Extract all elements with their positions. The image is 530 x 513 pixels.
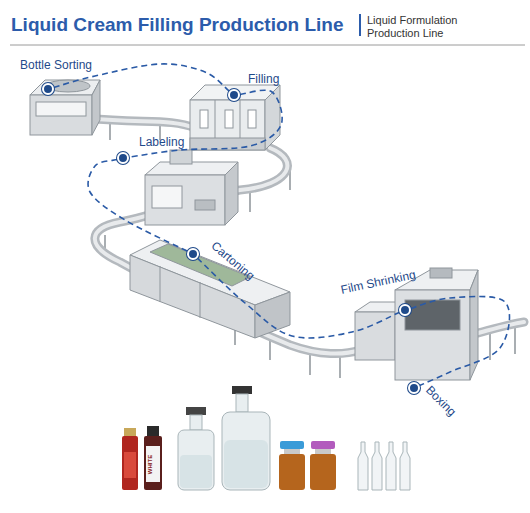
station-label: Labeling bbox=[139, 135, 184, 149]
cartoning-machine-part bbox=[160, 266, 161, 302]
bottle-sorting-machine-part bbox=[30, 80, 100, 95]
bottle-sorting-machine bbox=[30, 80, 100, 135]
bottle-sorting-machine-part bbox=[92, 80, 100, 135]
flow-connector bbox=[197, 258, 399, 338]
header-rule-part bbox=[10, 45, 525, 46]
bottle-samples-part bbox=[190, 415, 202, 430]
conveyor-leg-part bbox=[489, 332, 491, 360]
labeling-machine bbox=[145, 150, 238, 225]
bottle-samples-part bbox=[386, 442, 396, 490]
bottle-samples-part bbox=[315, 449, 331, 454]
filling-machine bbox=[190, 85, 280, 150]
filling-machine-part bbox=[248, 110, 256, 128]
diagram-title: Liquid Cream Filling Production Line bbox=[11, 13, 344, 37]
station-dot: Filling bbox=[228, 89, 240, 101]
station-label: Bottle Sorting bbox=[20, 58, 92, 72]
bottle-samples-part bbox=[358, 442, 368, 490]
station-dot: Film Shrinking bbox=[399, 304, 411, 316]
station-label: Boxing bbox=[423, 383, 459, 419]
filling-machine-part bbox=[265, 85, 280, 150]
bottle-label-text: WHITE bbox=[147, 455, 154, 474]
flow-connector bbox=[129, 90, 282, 157]
bottle-samples-part bbox=[232, 386, 252, 394]
film-shrinking-machine-part bbox=[395, 290, 470, 380]
station-dot: Boxing bbox=[408, 382, 420, 394]
film-shrinking-machine-part bbox=[430, 268, 452, 278]
bottle-samples-part bbox=[180, 455, 212, 488]
filling-machine-part bbox=[225, 110, 233, 128]
bottle-samples-part bbox=[222, 412, 270, 490]
bottle-samples-part bbox=[124, 428, 136, 436]
station-dot: Bottle Sorting bbox=[42, 83, 54, 95]
bottle-samples-part bbox=[146, 446, 160, 482]
filling-machine-part bbox=[200, 110, 208, 128]
bottle-samples-part bbox=[311, 441, 335, 449]
header-rule-part bbox=[359, 14, 361, 36]
bottle-samples-part bbox=[284, 449, 300, 454]
station-dot: Labeling bbox=[117, 152, 129, 164]
film-shrinking-machine-part bbox=[355, 312, 395, 360]
bottle-samples-part bbox=[400, 442, 410, 490]
station-label: Filling bbox=[248, 72, 279, 86]
bottle-samples-part bbox=[186, 407, 206, 415]
flow-connector bbox=[88, 160, 188, 252]
cartoning-machine-part bbox=[255, 292, 290, 338]
bottle-samples-part bbox=[144, 436, 162, 490]
bottle-samples-part bbox=[147, 426, 159, 436]
bottle-samples-part bbox=[178, 430, 214, 490]
bottle-sorting-machine-part bbox=[36, 102, 86, 116]
cartoning-machine bbox=[130, 240, 290, 338]
station-dot: Cartoning bbox=[187, 248, 199, 260]
conveyor-leg-part bbox=[109, 122, 111, 140]
film-shrinking-machine-part bbox=[405, 300, 460, 330]
subtitle: Liquid Formulation Production Line bbox=[367, 14, 477, 40]
film-shrinking-machine-part bbox=[355, 302, 400, 312]
cartoning-machine-part bbox=[200, 282, 201, 318]
bottle-samples-part bbox=[310, 454, 336, 490]
filling-machine-part bbox=[190, 100, 265, 150]
filling-machine-part bbox=[190, 138, 265, 150]
labeling-machine-part bbox=[225, 162, 238, 225]
bottle-samples-part bbox=[279, 454, 305, 490]
bottle-samples bbox=[122, 386, 410, 490]
bottle-samples-part bbox=[224, 440, 268, 488]
conveyor-leg-part bbox=[339, 355, 341, 378]
bottle-samples-part bbox=[124, 452, 136, 478]
bottle-samples-part bbox=[372, 442, 382, 490]
filling-machine-part bbox=[190, 85, 280, 100]
header-rule bbox=[10, 14, 525, 45]
bottle-sorting-machine-part bbox=[30, 95, 92, 135]
bottle-samples-part bbox=[280, 441, 304, 449]
conveyor-leg-part bbox=[514, 326, 516, 354]
labeling-machine-part bbox=[152, 186, 182, 208]
labeling-machine-part bbox=[170, 150, 192, 164]
labeling-machine-part bbox=[195, 200, 215, 210]
bottle-samples-part bbox=[122, 436, 138, 490]
conveyor-leg-part bbox=[249, 192, 251, 212]
bottle-samples-part bbox=[236, 394, 248, 412]
labeling-machine-part bbox=[145, 175, 225, 225]
flow-connector bbox=[411, 296, 510, 385]
film-shrinking-machine-part bbox=[470, 270, 478, 380]
